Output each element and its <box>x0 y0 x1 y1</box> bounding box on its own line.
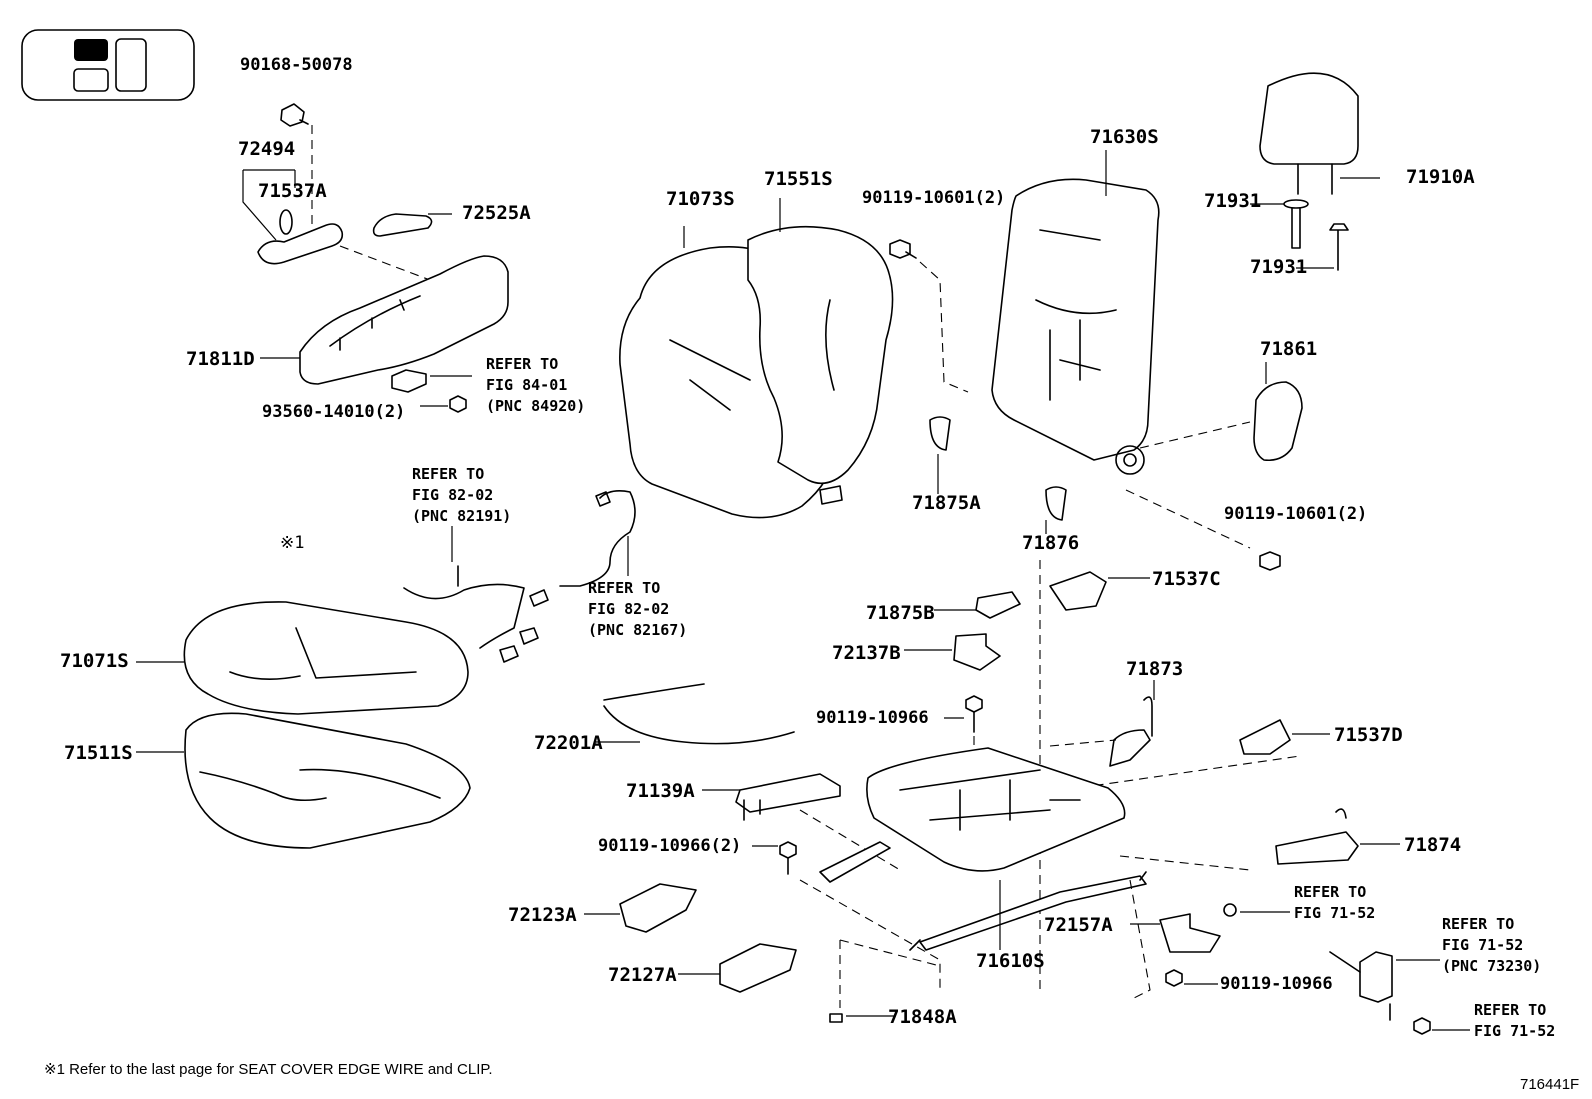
callout-72127A: 72127A <box>608 964 677 986</box>
reference-line: REFER TO <box>1294 883 1367 901</box>
callout-71848A: 71848A <box>888 1006 957 1028</box>
edge-wire-72201A-shape <box>596 683 795 745</box>
reference-fig-71-52-upper[interactable]: REFER TO FIG 71-52 <box>1294 882 1375 924</box>
reference-fig-82-02-pnc-82167[interactable]: REFER TO FIG 82-02 (PNC 82167) <box>588 578 687 641</box>
screw-90168-50078-shape <box>280 103 313 240</box>
callout-71630S: 71630S <box>1090 126 1159 148</box>
reference-fig-71-52-pnc-73230[interactable]: REFER TO FIG 71-52 (PNC 73230) <box>1442 914 1541 977</box>
footnote: ※1 Refer to the last page for SEAT COVER… <box>44 1061 493 1078</box>
callout-90119-10601-right: 90119-10601(2) <box>1224 504 1368 524</box>
recliner-handle-shape <box>242 169 431 281</box>
reference-fig-84-01[interactable]: REFER TO FIG 84-01 (PNC 84920) <box>486 354 585 417</box>
callout-90119-10966-center: 90119-10966 <box>816 708 929 728</box>
callout-71071S: 71071S <box>60 650 129 672</box>
callout-71537D: 71537D <box>1334 724 1403 746</box>
reference-line: REFER TO <box>486 355 559 373</box>
callout-90119-10966-lower-right: 90119-10966 <box>1220 974 1333 994</box>
wire-harness-shape <box>403 490 636 663</box>
side-shield-71811D-shape <box>260 255 509 385</box>
figure-code: 716441F <box>1520 1076 1580 1093</box>
reference-line: FIG 82-02 <box>588 600 670 618</box>
callout-71511S: 71511S <box>64 742 133 764</box>
reference-line: (PNC 82167) <box>588 621 688 639</box>
cover-72157A-shape <box>1130 913 1221 953</box>
reference-line: FIG 82-02 <box>412 486 494 504</box>
cap-71848A-shape <box>829 940 896 1023</box>
bolt-center-shape <box>944 695 983 820</box>
callout-72494: 72494 <box>238 138 296 160</box>
callout-71873: 71873 <box>1126 658 1184 680</box>
headrest-guides-shape <box>1250 199 1349 271</box>
callout-90168-50078: 90168-50078 <box>240 55 353 75</box>
note-marker: ※1 <box>280 533 305 553</box>
covers-lower-left-shape <box>584 883 797 993</box>
reference-line: FIG 71-52 <box>1294 904 1376 922</box>
callout-71537C: 71537C <box>1152 568 1221 590</box>
callout-71874: 71874 <box>1404 834 1462 856</box>
callout-90119-10601-upper: 90119-10601(2) <box>862 188 1006 208</box>
bolt-left-shape <box>752 841 797 875</box>
seatback-frame-71630S-shape <box>991 150 1251 549</box>
cushion-pad-71511S-shape <box>136 712 471 849</box>
reference-fig-71-52-lower[interactable]: REFER TO FIG 71-52 <box>1474 1000 1555 1042</box>
callout-71931-upper: 71931 <box>1204 190 1262 212</box>
reference-line: REFER TO <box>1474 1001 1547 1019</box>
reference-line: FIG 71-52 <box>1474 1022 1556 1040</box>
callout-71537A: 71537A <box>258 180 327 202</box>
seat-locator-icon <box>21 29 195 101</box>
seatback-pad-71551S-shape <box>747 198 894 505</box>
callout-71861: 71861 <box>1260 338 1318 360</box>
clips-shape <box>929 416 1067 534</box>
callout-72137B: 72137B <box>832 642 901 664</box>
callout-71875A: 71875A <box>912 492 981 514</box>
callout-93560-14010: 93560-14010(2) <box>262 402 406 422</box>
bolt-upper-shape <box>889 239 969 393</box>
headrest-71910A-shape <box>1259 72 1380 195</box>
callout-72201A: 72201A <box>534 732 603 754</box>
rail-cover-71139A-shape <box>702 773 901 871</box>
reference-line: (PNC 84920) <box>486 397 586 415</box>
reference-line: REFER TO <box>1442 915 1515 933</box>
seat-track-71610S-shape <box>799 747 1151 1001</box>
callout-72525A: 72525A <box>462 202 531 224</box>
callout-71551S: 71551S <box>764 168 833 190</box>
reference-line: (PNC 82191) <box>412 507 512 525</box>
recliner-side-parts-shape <box>1049 680 1400 871</box>
callout-72157A: 72157A <box>1044 914 1113 936</box>
callout-71811D: 71811D <box>186 348 255 370</box>
callout-90119-10966-left: 90119-10966(2) <box>598 836 742 856</box>
callout-71931-lower: 71931 <box>1250 256 1308 278</box>
callout-72123A: 72123A <box>508 904 577 926</box>
cover-72525A-shape <box>372 213 452 237</box>
bolt-right-shape <box>1259 551 1281 571</box>
reference-line: FIG 84-01 <box>486 376 568 394</box>
cushion-cover-71071S-shape <box>136 601 469 715</box>
callout-71910A: 71910A <box>1406 166 1475 188</box>
callout-71610S: 71610S <box>976 950 1045 972</box>
cover-71861-shape <box>1253 362 1303 462</box>
callout-71876: 71876 <box>1022 532 1080 554</box>
callout-71875B: 71875B <box>866 602 935 624</box>
bolt-lower-right-shape <box>1165 969 1218 987</box>
reference-line: REFER TO <box>412 465 485 483</box>
reference-line: FIG 71-52 <box>1442 936 1524 954</box>
reference-line: (PNC 73230) <box>1442 957 1542 975</box>
reference-line: REFER TO <box>588 579 661 597</box>
reference-fig-82-02-pnc-82191[interactable]: REFER TO FIG 82-02 (PNC 82191) <box>412 464 511 527</box>
connector-and-screw-shape <box>391 369 472 413</box>
seat-belt-buckle-shape <box>1223 903 1470 1035</box>
callout-71139A: 71139A <box>626 780 695 802</box>
callout-71073S: 71073S <box>666 188 735 210</box>
